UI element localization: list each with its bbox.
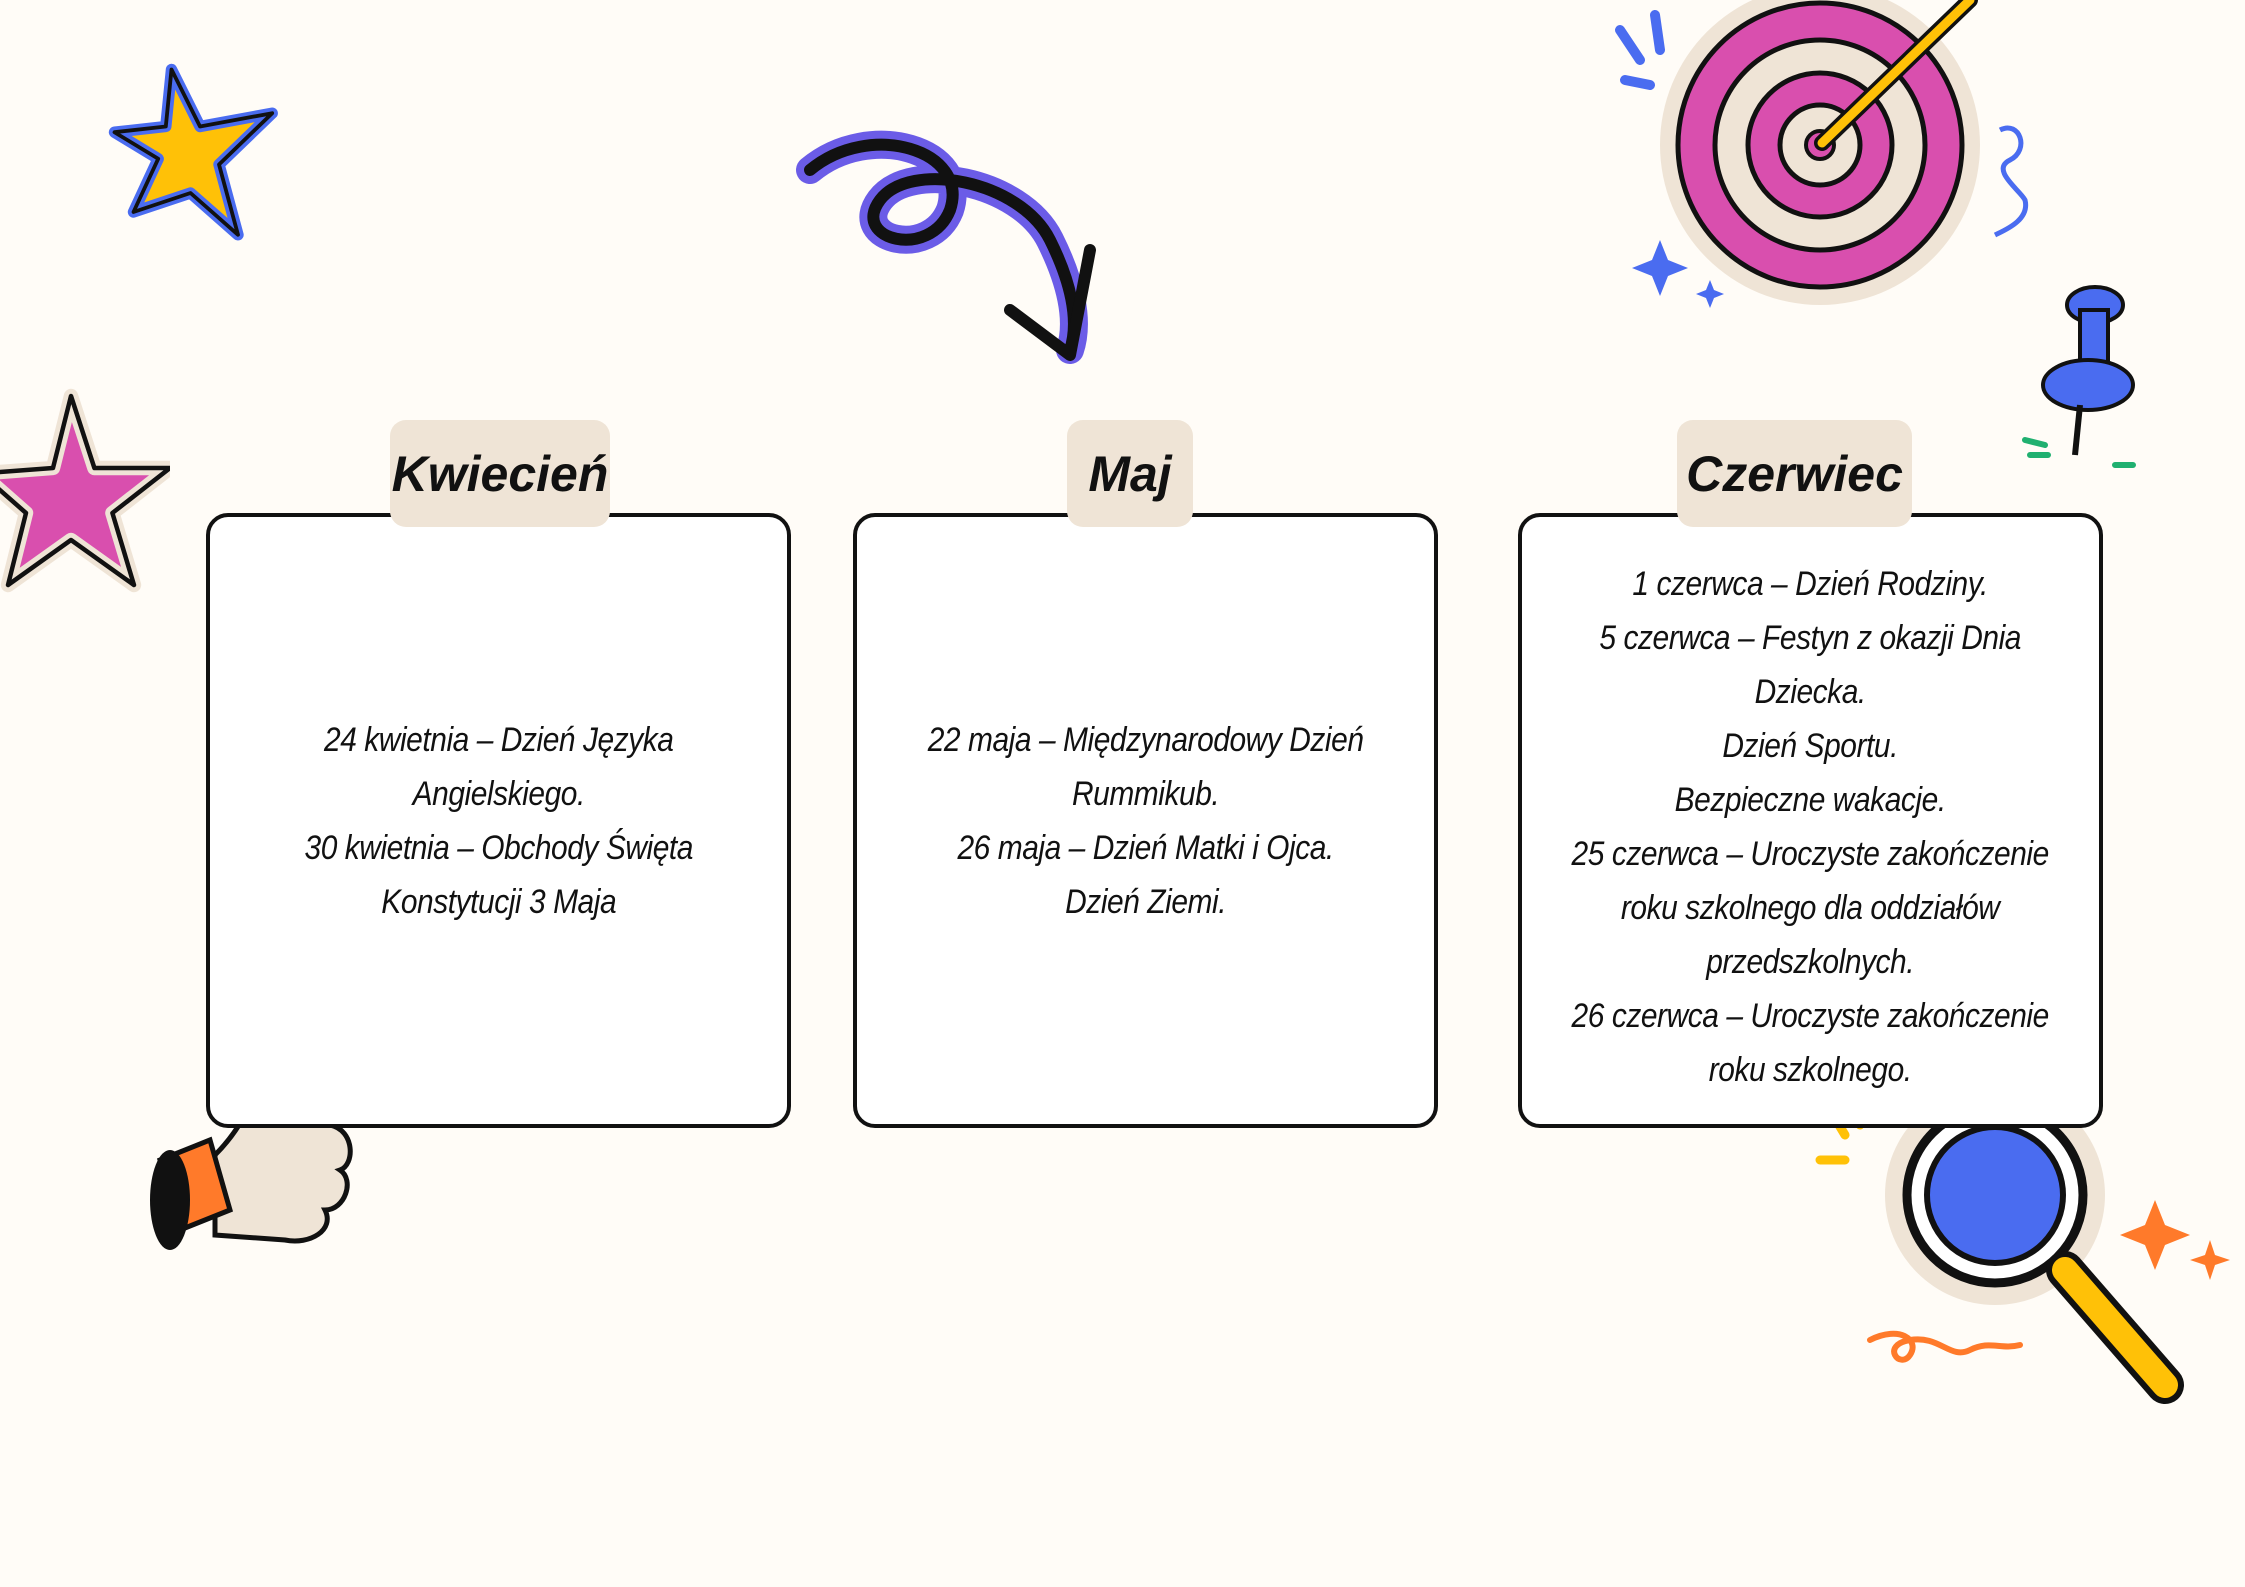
event-line: Angielskiego. xyxy=(412,774,585,813)
event-line: Rummikub. xyxy=(1071,774,1220,813)
event-line: Dziecka. xyxy=(1754,673,1867,711)
event-line: 26 czerwca – Uroczyste zakończenie xyxy=(1571,997,2050,1035)
event-line: Konstytucji 3 Maja xyxy=(381,882,616,921)
month-tab-may: Maj xyxy=(1067,420,1193,527)
event-line: 24 kwietnia – Dzień Języka xyxy=(323,720,674,759)
curved-arrow-icon xyxy=(796,130,1096,364)
event-line: 22 maja – Międzynarodowy Dzień xyxy=(927,720,1364,759)
event-line: Bezpieczne wakacje. xyxy=(1674,781,1947,819)
month-card-june: 1 czerwca – Dzień Rodziny. 5 czerwca – F… xyxy=(1518,513,2103,1128)
event-line: 1 czerwca – Dzień Rodziny. xyxy=(1632,565,1989,603)
event-list: 22 maja – Międzynarodowy Dzień Rummikub.… xyxy=(910,713,1381,929)
event-list: 24 kwietnia – Dzień Języka Angielskiego.… xyxy=(287,713,711,929)
event-line: roku szkolnego. xyxy=(1709,1051,1912,1089)
pink-star-icon xyxy=(0,388,170,593)
month-card-april: 24 kwietnia – Dzień Języka Angielskiego.… xyxy=(206,513,791,1128)
month-card-may: 22 maja – Międzynarodowy Dzień Rummikub.… xyxy=(853,513,1438,1128)
event-line: 26 maja – Dzień Matki i Ojca. xyxy=(957,828,1334,867)
month-tab-june: Czerwiec xyxy=(1677,420,1912,527)
yellow-star-icon xyxy=(108,63,278,241)
event-line: 25 czerwca – Uroczyste zakończenie xyxy=(1571,835,2050,873)
event-line: roku szkolnego dla oddziałów xyxy=(1621,889,2000,927)
event-line: Dzień Sportu. xyxy=(1722,727,1899,765)
month-tab-april: Kwiecień xyxy=(390,420,610,527)
magnifying-glass-icon xyxy=(1815,1085,2230,1404)
event-line: 30 kwietnia – Obchody Święta xyxy=(304,828,693,867)
event-line: Dzień Ziemi. xyxy=(1065,882,1226,921)
event-line: przedszkolnych. xyxy=(1706,943,1915,981)
event-line: 5 czerwca – Festyn z okazji Dnia xyxy=(1599,619,2022,657)
target-icon xyxy=(1615,0,2029,308)
push-pin-icon xyxy=(2022,285,2136,468)
event-list: 1 czerwca – Dzień Rodziny. 5 czerwca – F… xyxy=(1554,557,2066,1097)
